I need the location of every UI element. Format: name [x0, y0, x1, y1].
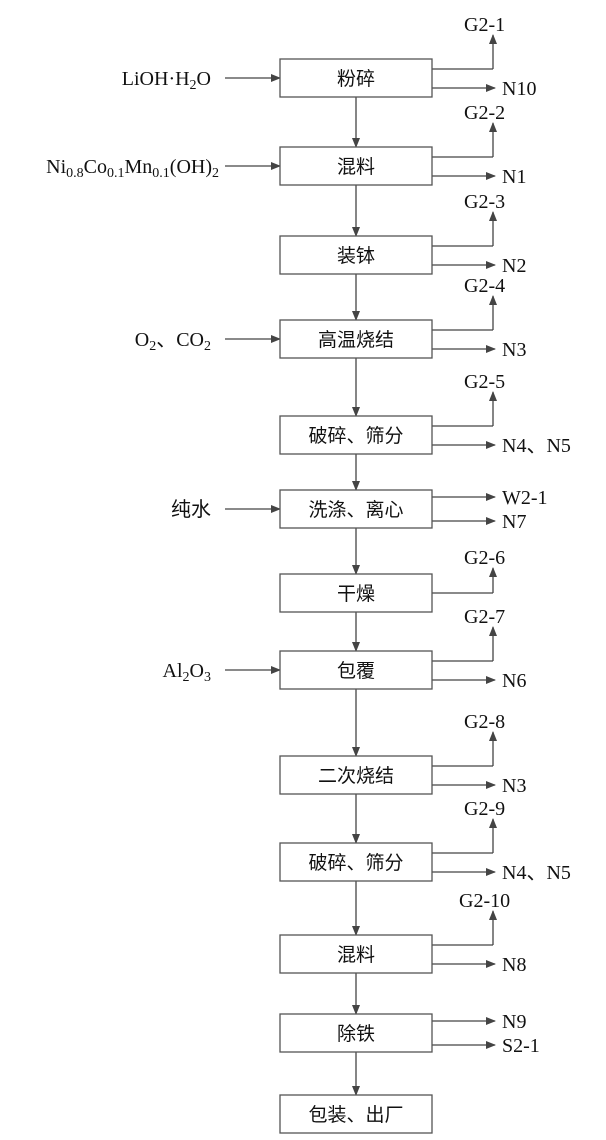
process-step-label: 粉碎 — [337, 68, 375, 90]
output-label: S2-1 — [502, 1035, 540, 1057]
output-label: N7 — [502, 511, 526, 533]
connector-layer — [225, 34, 497, 1096]
output-label: N8 — [502, 954, 526, 976]
subscript: 0.1 — [152, 166, 170, 181]
input-text-part: Co — [84, 156, 107, 178]
gas-output-label: G2-9 — [464, 798, 505, 820]
process-step-box — [279, 650, 433, 690]
output-label: W2-1 — [502, 487, 548, 509]
process-step-label: 混料 — [337, 944, 375, 966]
subscript: 2 — [149, 339, 156, 354]
process-step-box — [279, 1013, 433, 1053]
output-label: N4、N5 — [502, 862, 571, 884]
process-step-label: 高温烧结 — [318, 329, 394, 351]
process-step-box — [279, 319, 433, 359]
gas-output-label: G2-6 — [464, 547, 505, 569]
gas-output-label: G2-10 — [459, 890, 510, 912]
input-label: Al2O3 — [163, 660, 211, 685]
input-label: LiOH·H2O — [122, 68, 211, 93]
process-step-label: 装钵 — [337, 245, 375, 267]
gas-output-label: G2-2 — [464, 102, 505, 124]
label-layer: G2-1N10G2-2N1G2-3N2G2-4N3G2-5N4、N5W2-1N7… — [46, 14, 571, 1057]
process-step-box — [279, 755, 433, 795]
process-step-label: 破碎、筛分 — [308, 852, 403, 874]
process-step-box — [279, 1094, 433, 1134]
gas-output-label: G2-8 — [464, 711, 505, 733]
process-step-box — [279, 934, 433, 974]
subscript: 2 — [183, 670, 190, 685]
input-text-part: 、 — [156, 327, 176, 351]
subscript: 3 — [204, 670, 211, 685]
input-text-part: 纯水 — [171, 497, 211, 521]
subscript: 2 — [204, 339, 211, 354]
gas-output-label: G2-7 — [464, 606, 505, 628]
input-text-part: Al — [163, 660, 183, 682]
process-step-label: 包覆 — [337, 660, 375, 682]
process-step-box — [279, 489, 433, 529]
input-text-part: Ni — [46, 156, 66, 178]
output-label: N6 — [502, 670, 526, 692]
output-label: N3 — [502, 775, 526, 797]
process-step-label: 干燥 — [337, 583, 375, 605]
gas-output-label: G2-4 — [464, 275, 505, 297]
gas-output-label: G2-3 — [464, 191, 505, 213]
process-step-label: 洗涤、离心 — [308, 499, 403, 521]
input-text-part: Mn — [124, 156, 152, 178]
output-label: N10 — [502, 78, 536, 100]
gas-output-label: G2-1 — [464, 14, 505, 36]
subscript: 2 — [190, 78, 197, 93]
output-label: N1 — [502, 166, 526, 188]
input-text-part: LiOH·H — [122, 68, 190, 90]
input-text-part: (OH) — [170, 156, 212, 178]
input-text-part: O — [135, 329, 149, 351]
output-label: N4、N5 — [502, 435, 571, 457]
process-step-box — [279, 573, 433, 613]
subscript: 2 — [212, 166, 219, 181]
subscript: 0.8 — [66, 166, 84, 181]
input-text-part: O — [190, 660, 204, 682]
process-step-box — [279, 146, 433, 186]
process-step-label: 包装、出厂 — [308, 1104, 403, 1126]
input-text-part: O — [197, 68, 211, 90]
process-step-box — [279, 415, 433, 455]
output-label: N2 — [502, 255, 526, 277]
subscript: 0.1 — [107, 166, 125, 181]
output-label: N3 — [502, 339, 526, 361]
input-text-part: CO — [176, 329, 204, 351]
process-step-box — [279, 842, 433, 882]
process-step-label: 混料 — [337, 156, 375, 178]
step-layer: 粉碎混料装钵高温烧结破碎、筛分洗涤、离心干燥包覆二次烧结破碎、筛分混料除铁包装、… — [279, 58, 433, 1134]
input-label: O2、CO2 — [135, 327, 211, 354]
input-label: 纯水 — [171, 497, 211, 521]
output-label: N9 — [502, 1011, 526, 1033]
process-step-label: 除铁 — [337, 1023, 375, 1045]
process-step-label: 破碎、筛分 — [308, 425, 403, 447]
process-step-label: 二次烧结 — [318, 765, 394, 787]
process-step-box — [279, 235, 433, 275]
input-label: Ni0.8Co0.1Mn0.1(OH)2 — [46, 156, 219, 181]
gas-output-label: G2-5 — [464, 371, 505, 393]
process-step-box — [279, 58, 433, 98]
